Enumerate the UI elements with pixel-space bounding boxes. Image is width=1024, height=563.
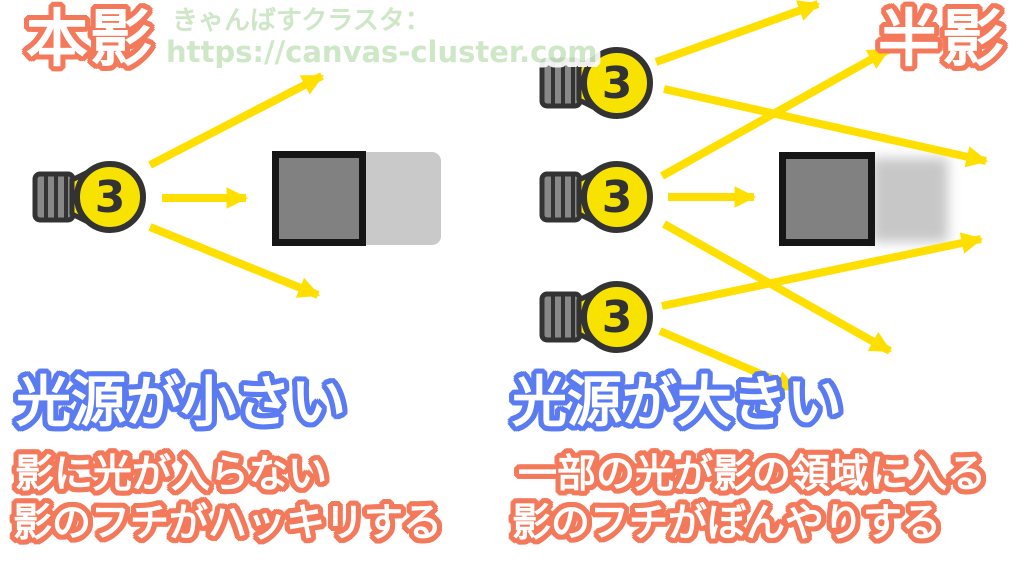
light-ray-arrow <box>660 46 890 180</box>
object-box-left <box>272 151 366 246</box>
lightbulb-icon <box>32 159 148 235</box>
lightbulb-icon <box>539 279 655 355</box>
caption-right-line1: 一部の光が影の領域に入る <box>518 452 987 497</box>
light-ray-arrow <box>658 327 798 393</box>
lightbulb-icon <box>539 159 655 235</box>
light-ray-arrow <box>663 85 989 168</box>
light-ray-arrow <box>661 232 984 310</box>
watermark-site-name: きゃんばすクラスタ： <box>172 6 431 36</box>
light-ray-arrow <box>662 220 892 355</box>
caption-right-line2: 影のフチがぼんやりする <box>512 501 942 546</box>
watermark-site-url: https://canvas-cluster.com <box>166 35 598 69</box>
title-umbra: 本影 <box>26 2 155 75</box>
caption-left-heading: 光源が小さい <box>16 370 347 434</box>
caption-left-line1: 影に光が入らない <box>15 452 328 497</box>
penumbra-shadow-region <box>872 158 948 242</box>
caption-left-line2: 影のフチがハッキリする <box>13 501 443 546</box>
light-ray-arrow <box>148 72 324 169</box>
light-ray-arrow <box>654 0 821 66</box>
title-penumbra: 半影 <box>878 2 1007 75</box>
object-box-right <box>779 152 875 246</box>
umbra-shadow-region <box>366 152 441 245</box>
light-ray-arrow <box>148 223 321 299</box>
caption-right-heading: 光源が大きい <box>512 370 843 434</box>
